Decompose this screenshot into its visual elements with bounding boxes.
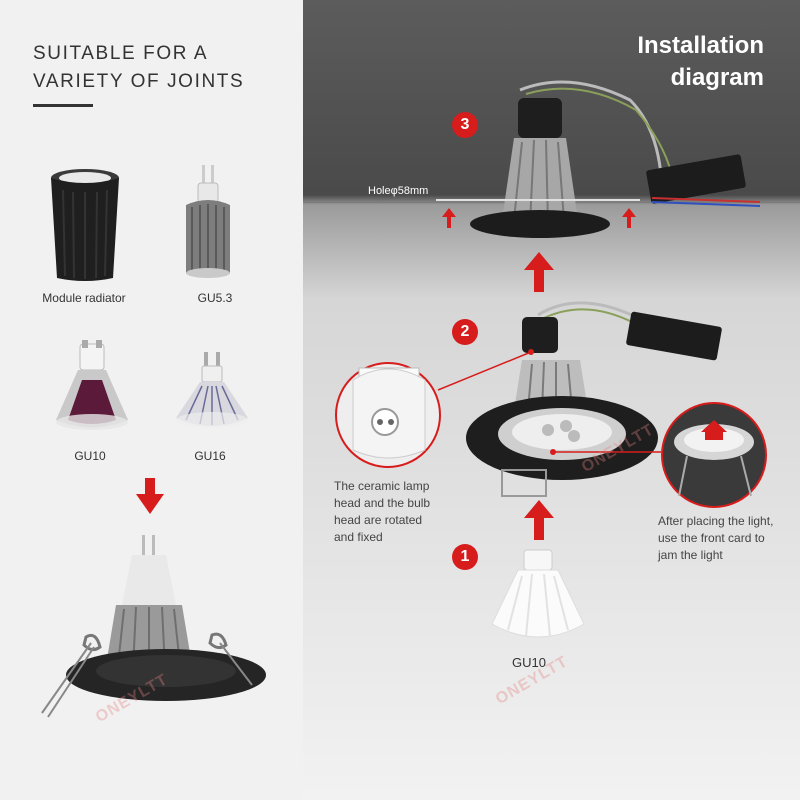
heading-underline (33, 104, 93, 107)
up-arrow-icon-right-hole (622, 208, 636, 228)
up-arrow-icon-step-2-to-3 (524, 252, 554, 292)
gu10-label-install: GU10 (512, 655, 546, 670)
front-card-callout (661, 402, 767, 508)
note-left-line-3: head are rotated (334, 513, 423, 527)
installation-title: Installation diagram (637, 30, 764, 94)
step-badge-1: 1 (452, 544, 478, 570)
note-right-line-2: use the front card to (658, 531, 765, 545)
heading-line-1: SUITABLE FOR A (33, 43, 209, 64)
title-line-2: diagram (670, 64, 764, 91)
front-card-note: After placing the light, use the front c… (658, 513, 798, 564)
ceramic-head-note: The ceramic lamp head and the bulb head … (334, 478, 474, 546)
assembled-fixture-image (41, 535, 266, 718)
joints-heading: SUITABLE FOR A VARIETY OF JOINTS (33, 40, 244, 96)
title-line-1: Installation (637, 32, 764, 59)
note-left-line-4: and fixed (334, 530, 383, 544)
lamp-holder-driver-image (522, 301, 722, 361)
gu16-bulb-image (176, 352, 248, 428)
down-arrow-icon (136, 478, 164, 514)
callout-leader-lines (437, 349, 661, 455)
gu16-label: GU16 (194, 449, 226, 463)
trim-ring-image (466, 360, 658, 497)
up-arrow-icon-left-hole (442, 208, 456, 228)
step-badge-3: 3 (452, 112, 478, 138)
up-arrow-icon-step-1-to-2 (524, 500, 554, 540)
module-radiator-image (51, 169, 119, 281)
module-radiator-label: Module radiator (42, 291, 126, 305)
hole-size-label: Holeφ58mm (368, 185, 429, 197)
note-left-line-2: head and the bulb (334, 496, 431, 510)
note-left-line-1: The ceramic lamp (334, 479, 430, 493)
ceramic-head-callout (335, 362, 441, 468)
gu53-bulb-image (186, 165, 230, 278)
gu10-label-left: GU10 (74, 449, 106, 463)
gu10-bulb-install-image (491, 549, 585, 638)
heading-line-2: VARIETY OF JOINTS (33, 71, 245, 92)
gu10-bulb-image (56, 340, 128, 430)
gu53-label: GU5.3 (197, 291, 233, 305)
step-badge-2: 2 (452, 319, 478, 345)
mounted-fixture-image (436, 80, 761, 238)
note-right-line-1: After placing the light, (658, 514, 774, 528)
note-right-line-3: jam the light (658, 548, 723, 562)
